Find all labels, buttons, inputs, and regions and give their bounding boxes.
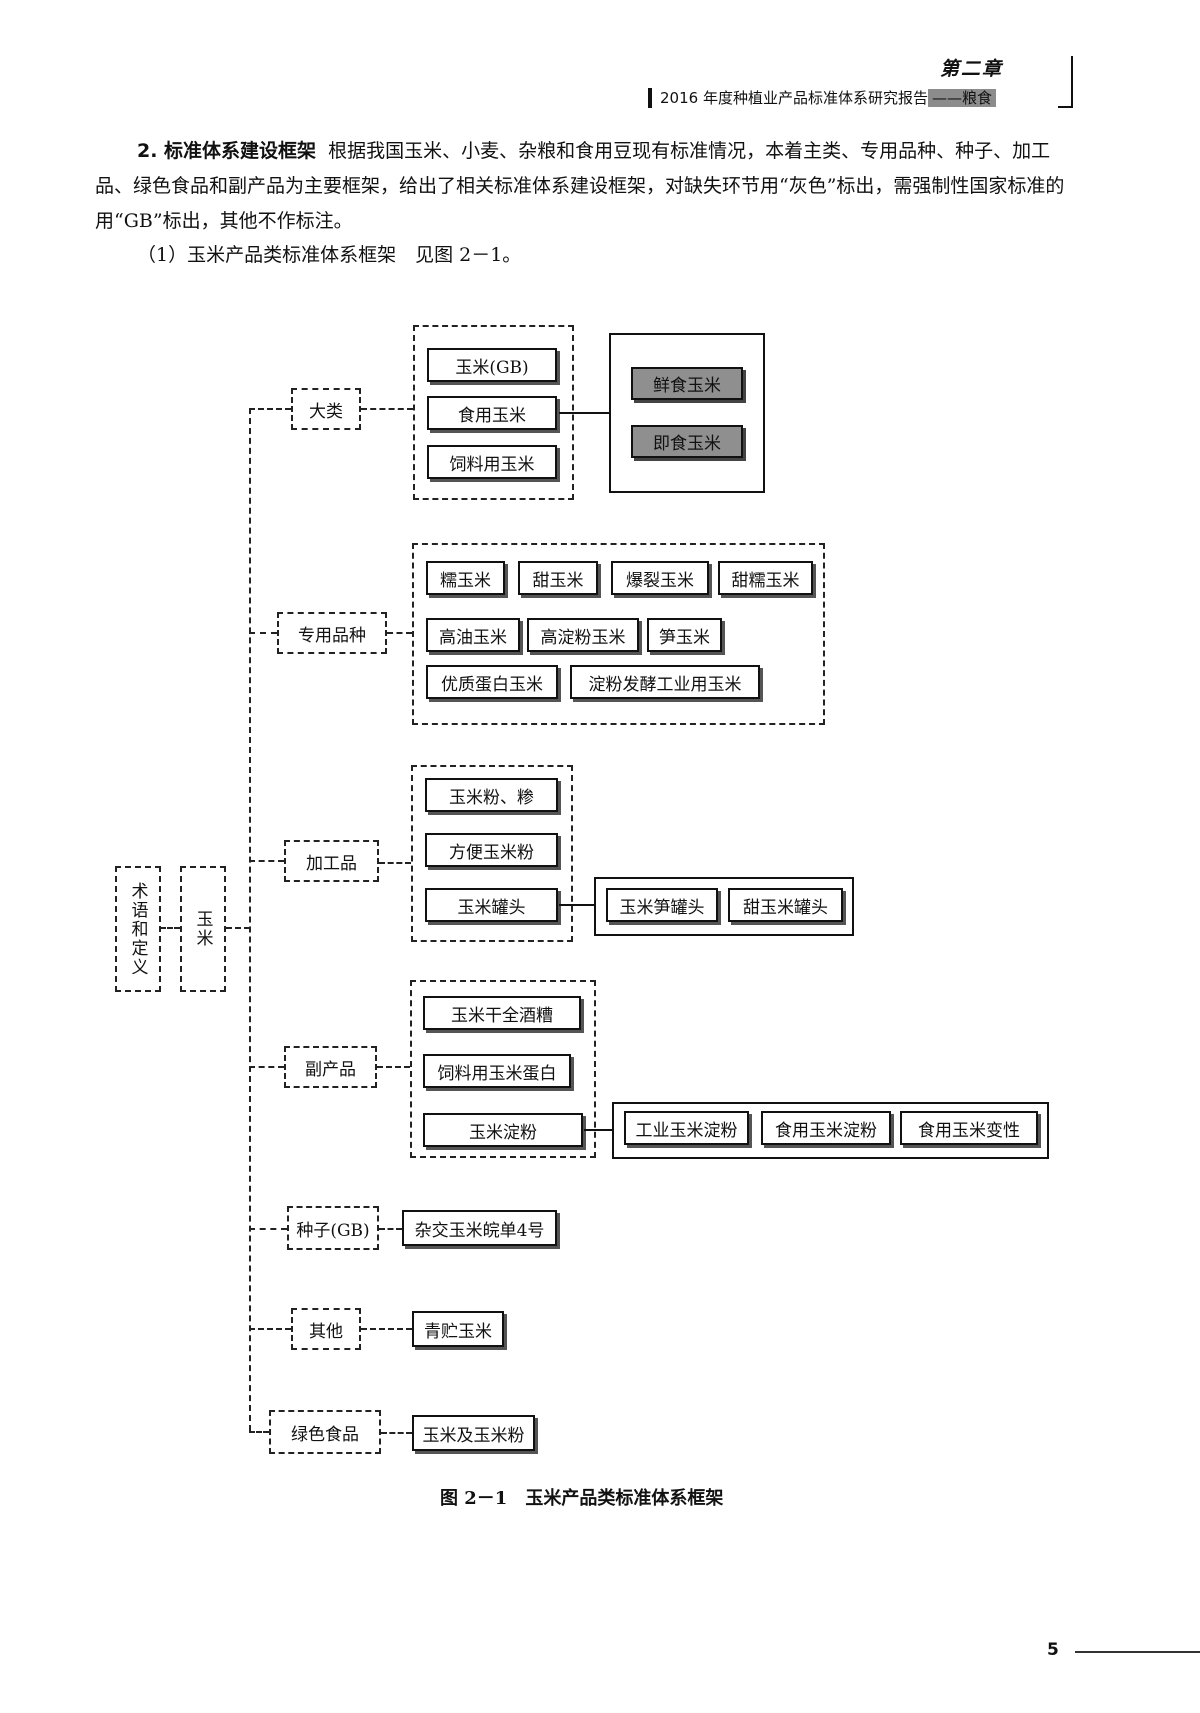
item-corn-gb: 玉米(GB) — [427, 348, 557, 382]
item-sweet-waxy-corn: 甜糯玉米 — [718, 561, 813, 595]
item-canned-baby-corn: 玉米笋罐头 — [606, 888, 718, 922]
connector-terms-root — [160, 927, 180, 929]
terms-definitions-box: 术语和定义 — [115, 866, 161, 992]
item-corn-flour-grits: 玉米粉、糁 — [425, 778, 558, 812]
item-ddgs: 玉米干全酒糟 — [423, 996, 581, 1030]
branch-dalei: 大类 — [291, 388, 361, 430]
connector-dalei-group — [361, 408, 413, 410]
footer-rule — [1075, 1651, 1200, 1653]
trunk-line — [249, 408, 251, 1431]
item-baby-corn: 笋玉米 — [647, 618, 722, 652]
group-jiagong-sub — [594, 877, 854, 936]
item-instant-corn-flour: 方便玉米粉 — [425, 833, 558, 867]
header-bracket-vertical — [1071, 56, 1073, 108]
item-feed-corn: 饲料用玉米 — [427, 445, 557, 479]
branch-zhuanyong: 专用品种 — [277, 612, 387, 654]
section-text: 根据我国玉米、小麦、杂粮和食用豆现有标准情况，本着主类、专用品种、种子、加工品、… — [95, 140, 1065, 232]
chapter-label: 第二章 — [940, 58, 1004, 80]
item-silage-corn: 青贮玉米 — [412, 1311, 504, 1347]
section-paragraph: 2. 标准体系建设框架 根据我国玉米、小麦、杂粮和食用豆现有标准情况，本着主类、… — [95, 134, 1075, 239]
connector-jiagong — [249, 860, 284, 862]
subsection-line: （1）玉米产品类标准体系框架 见图 2－1。 — [137, 244, 522, 266]
item-canned-corn: 玉米罐头 — [425, 888, 558, 922]
branch-lvse: 绿色食品 — [269, 1410, 381, 1454]
item-high-starch-corn: 高淀粉玉米 — [527, 618, 639, 652]
report-title-highlight: ——粮食 — [927, 89, 996, 107]
group-fuchanpin — [410, 980, 596, 1158]
connector-qita-item — [361, 1328, 412, 1330]
report-title-prefix: 2016 年度种植业产品标准体系研究报告 — [660, 89, 928, 107]
connector-lvse — [249, 1431, 269, 1433]
item-edible-corn-starch: 食用玉米淀粉 — [761, 1111, 891, 1145]
section-heading: 2. 标准体系建设框架 — [137, 140, 317, 162]
header-bracket-horizontal — [1058, 106, 1073, 108]
item-edible-corn: 食用玉米 — [427, 396, 557, 430]
branch-fuchanpin: 副产品 — [284, 1046, 377, 1088]
group-fuchanpin-sub — [612, 1102, 1049, 1159]
group-zhuanyong — [412, 543, 825, 725]
group-jiagong — [411, 765, 573, 942]
connector-fuchanpin-group — [377, 1066, 410, 1068]
item-industrial-corn-starch: 工业玉米淀粉 — [624, 1111, 749, 1145]
item-feed-corn-protein: 饲料用玉米蛋白 — [423, 1054, 571, 1088]
gap-item-instant-corn: 即食玉米 — [631, 425, 743, 458]
item-popcorn: 爆裂玉米 — [611, 561, 709, 595]
connector-jiagong-group — [379, 862, 411, 864]
connector-fuchanpin — [249, 1066, 284, 1068]
figure-caption: 图 2－1 玉米产品类标准体系框架 — [440, 1488, 724, 1509]
item-edible-corn-modified: 食用玉米变性 — [900, 1111, 1038, 1145]
item-corn-and-corn-flour: 玉米及玉米粉 — [412, 1415, 535, 1451]
connector-edible-corn-sub — [559, 412, 609, 414]
connector-zhuanyong — [249, 632, 277, 634]
item-high-oil-corn: 高油玉米 — [426, 618, 520, 652]
corn-root-box: 玉米 — [180, 866, 226, 992]
item-quality-protein-corn: 优质蛋白玉米 — [426, 665, 558, 699]
branch-zhongzi: 种子(GB) — [287, 1206, 379, 1250]
report-title-bar: 2016 年度种植业产品标准体系研究报告——粮食 — [648, 88, 1002, 108]
connector-zhongzi — [249, 1228, 287, 1230]
connector-root-trunk — [226, 927, 250, 929]
item-sweet-corn: 甜玉米 — [518, 561, 598, 595]
gap-item-fresh-corn: 鲜食玉米 — [631, 367, 743, 400]
connector-zhuanyong-group — [387, 632, 412, 634]
connector-lvse-item — [381, 1432, 412, 1434]
connector-canned-corn-sub — [559, 904, 594, 906]
connector-qita — [249, 1328, 291, 1330]
branch-jiagong: 加工品 — [284, 840, 379, 882]
connector-corn-starch-sub — [584, 1129, 612, 1131]
connector-zhongzi-item — [379, 1228, 402, 1230]
item-corn-starch: 玉米淀粉 — [423, 1113, 583, 1147]
item-hybrid-corn-wandan4: 杂交玉米皖单4号 — [402, 1210, 557, 1246]
page-number: 5 — [1047, 1640, 1059, 1660]
group-dalei-sub — [609, 333, 765, 493]
item-waxy-corn: 糯玉米 — [426, 561, 505, 595]
connector-dalei — [249, 408, 291, 410]
branch-qita: 其他 — [291, 1308, 361, 1350]
item-fermentation-corn: 淀粉发酵工业用玉米 — [570, 665, 760, 699]
item-canned-sweet-corn: 甜玉米罐头 — [728, 888, 843, 922]
